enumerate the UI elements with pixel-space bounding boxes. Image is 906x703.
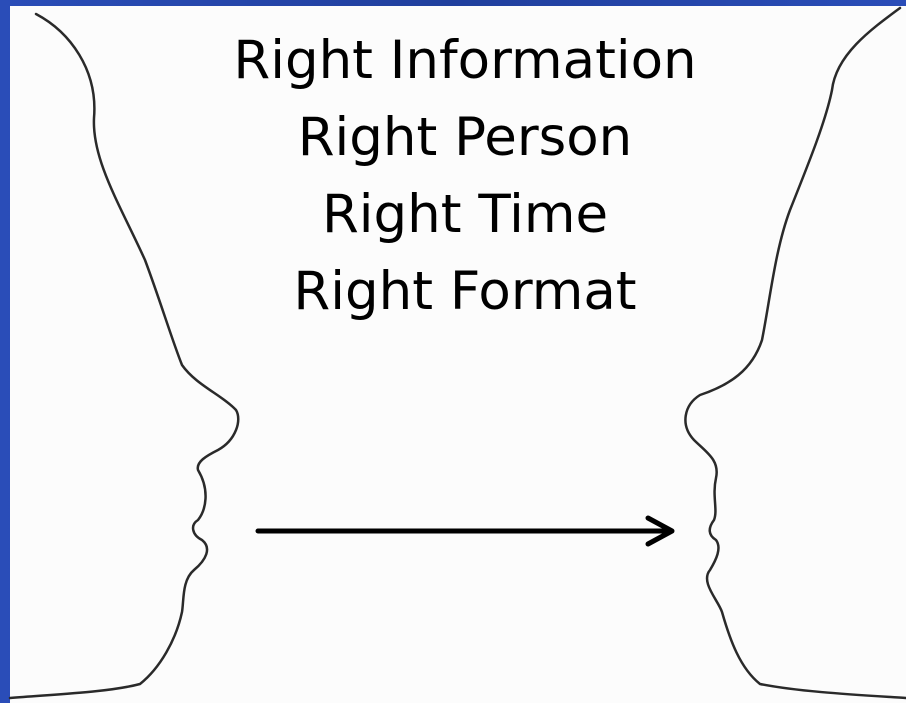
right-face-profile-icon: [684, 6, 906, 700]
line-right-person: Right Person: [297, 107, 633, 168]
slide-text-block: Right Information Right Person Right Tim…: [0, 22, 906, 330]
right-arrow-icon: [645, 515, 675, 547]
left-face-profile-icon: [8, 12, 240, 700]
line-right-information: Right Information: [233, 30, 697, 91]
line-right-format: Right Format: [293, 261, 637, 322]
line-right-time: Right Time: [321, 184, 609, 245]
